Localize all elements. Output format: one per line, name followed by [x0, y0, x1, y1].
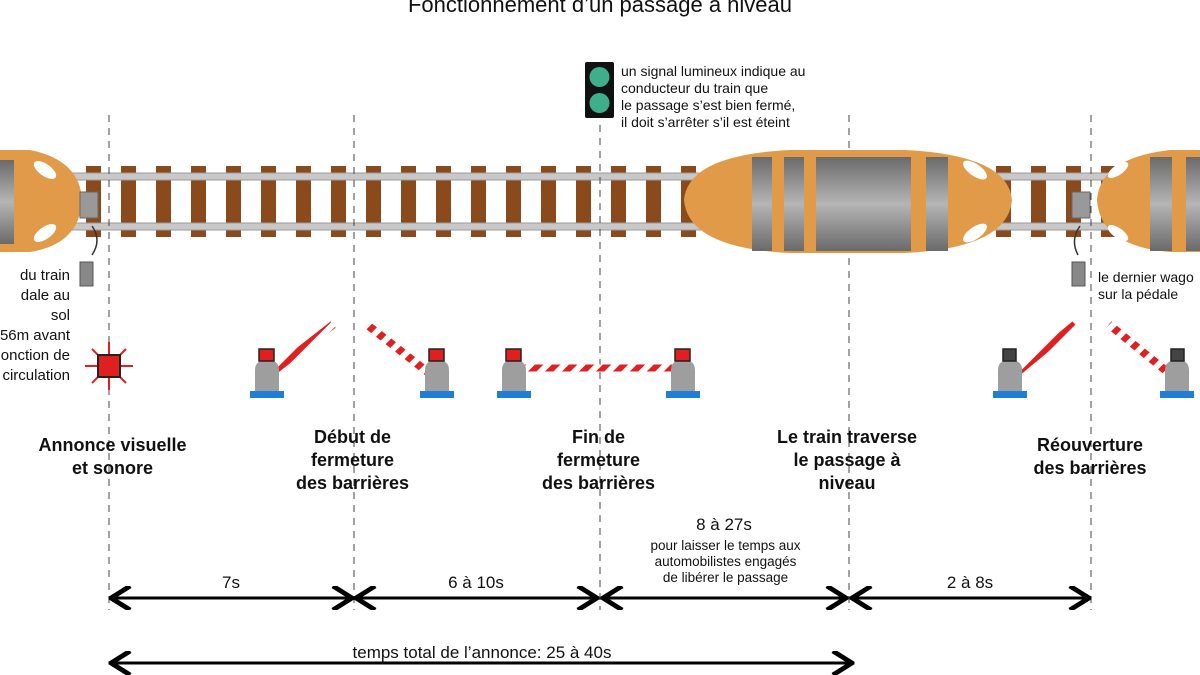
track-sleeper	[436, 166, 451, 237]
signal-note: un signal lumineux indique au conducteur…	[621, 63, 806, 130]
off-warning-light-icon	[1170, 348, 1185, 362]
track-sleeper	[611, 166, 626, 237]
track-sleeper	[506, 166, 521, 237]
stage-label-closing-start: Début de fermeture des barrières	[295, 427, 410, 493]
track-sleeper	[541, 166, 556, 237]
track-sleeper	[576, 166, 591, 237]
headlight-icon	[963, 223, 987, 243]
barrier-reopening-left	[993, 321, 1078, 398]
headlight-icon	[33, 161, 57, 179]
green-light-icon	[589, 67, 610, 87]
train-window	[1186, 157, 1200, 251]
duration-label-2: 6 à 10s	[448, 573, 504, 592]
green-light-icon	[589, 93, 610, 113]
left-pedal-note: du train dale au sol 56m avant onction d…	[0, 267, 70, 384]
track-sleeper	[121, 166, 136, 237]
duration-label-3: 8 à 27s	[696, 515, 752, 534]
stage-label-closing-end: Fin de fermeture des barrières	[541, 427, 656, 493]
track-sleeper	[156, 166, 171, 237]
train-right	[1097, 150, 1200, 252]
train-left	[0, 150, 82, 252]
pedal-box-icon	[79, 261, 94, 287]
train-window	[1150, 157, 1172, 251]
duration-note-3: pour laisser le temps aux automobilistes…	[650, 538, 801, 585]
track-sleeper	[646, 166, 661, 237]
stage-label-reopening: Réouverture des barrières	[1033, 435, 1147, 478]
barrier-closing-right	[364, 321, 454, 398]
track-sleeper	[331, 166, 346, 237]
right-pedal-note: le dernier wago sur la pédale	[1098, 269, 1194, 302]
red-warning-light-icon	[505, 348, 522, 362]
track-sleeper	[401, 166, 416, 237]
track-sleeper	[366, 166, 381, 237]
barriers-closed	[497, 348, 700, 398]
headlight-icon	[1107, 224, 1129, 242]
track-sleeper	[261, 166, 276, 237]
flashing-alarm-light-icon	[85, 342, 133, 390]
train-middle	[684, 150, 1012, 253]
traffic-signal	[585, 62, 614, 118]
duration-label-1: 7s	[222, 573, 240, 592]
train-window	[816, 157, 911, 251]
red-warning-light-icon	[258, 348, 275, 362]
headlight-icon	[1107, 161, 1129, 179]
left-track-pedal	[79, 191, 99, 287]
barrier-reopening-right	[1106, 321, 1194, 398]
railway-track	[0, 166, 1200, 237]
duration-label-4: 2 à 8s	[946, 573, 994, 592]
stage-label-visual-announcement: Annonce visuelle et sonore	[38, 435, 187, 478]
track-sleeper	[296, 166, 311, 237]
total-duration-label: temps total de l’annonce: 25 à 40s	[352, 643, 612, 662]
stage-label-train-crossing: Le train traverse le passage à niveau	[776, 427, 918, 493]
train-window	[784, 157, 804, 251]
train-window	[926, 157, 948, 251]
barrier-closing-left	[250, 321, 336, 398]
headlight-icon	[963, 160, 987, 180]
rail-bottom	[0, 222, 1200, 231]
red-warning-light-icon	[674, 348, 691, 362]
train-window	[752, 157, 772, 251]
page-title: Fonctionnement d’un passage à niveau	[407, 0, 793, 17]
track-sleeper	[471, 166, 486, 237]
train-window	[0, 160, 14, 244]
red-warning-light-icon	[428, 348, 445, 362]
track-sleeper	[191, 166, 206, 237]
track-sleeper	[1031, 166, 1046, 237]
duration-arrows	[111, 598, 1089, 663]
track-sleeper	[226, 166, 241, 237]
right-track-pedal	[1071, 191, 1091, 287]
headlight-icon	[33, 224, 57, 242]
pedal-box-icon	[1071, 261, 1086, 287]
off-warning-light-icon	[1002, 348, 1017, 362]
